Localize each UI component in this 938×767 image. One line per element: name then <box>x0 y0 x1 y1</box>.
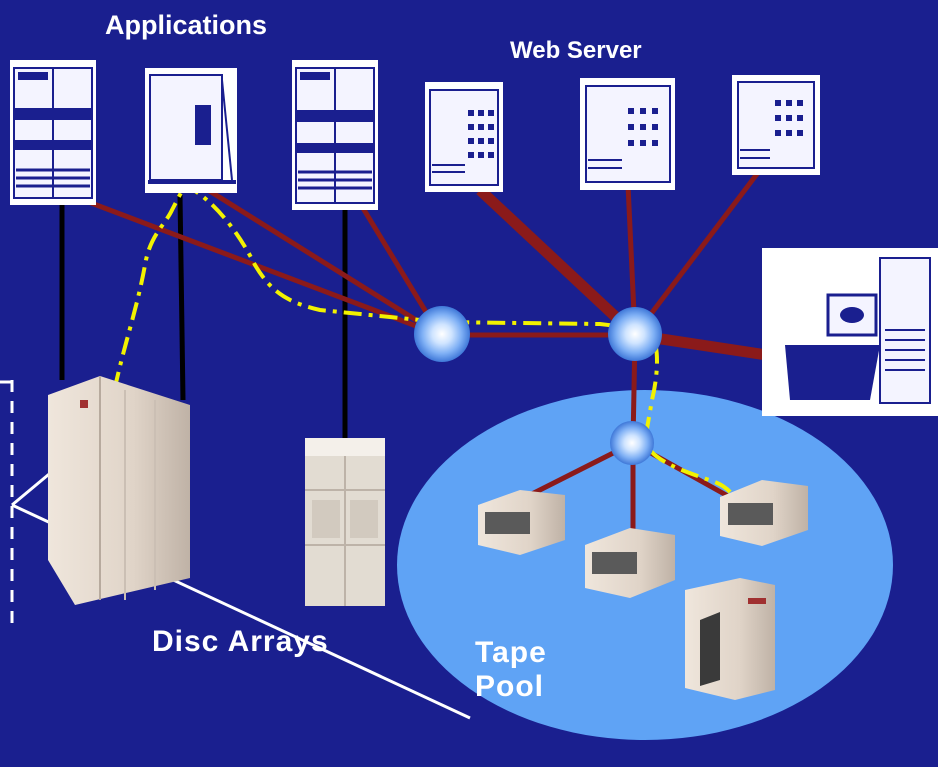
server-tower-icon <box>10 60 96 205</box>
tape-pool-label-line1: Tape <box>475 636 547 669</box>
switch-hub-icon <box>414 306 470 362</box>
disc-arrays-label: Disc Arrays <box>152 625 329 658</box>
switch-hub-icon <box>610 421 654 465</box>
tape-drive-icon <box>478 490 565 555</box>
tape-library-icon <box>685 578 775 700</box>
tape-pool-label-line2: Pool <box>475 670 544 703</box>
applications-label: Applications <box>105 10 268 40</box>
tape-drive-icon <box>585 528 675 598</box>
storage-links <box>59 194 348 440</box>
server-tower-icon <box>292 60 378 210</box>
web-server-icon <box>425 82 503 192</box>
disk-array-icon <box>305 438 385 606</box>
switch-hub-icon <box>608 307 662 361</box>
web-server-label: Web Server <box>510 37 642 64</box>
web-server-icon <box>732 75 820 175</box>
web-server-icon <box>580 78 675 190</box>
disk-array-icon <box>48 376 190 605</box>
tape-drive-icon <box>720 480 808 546</box>
server-cabinet-icon <box>145 68 237 193</box>
workstation-icon <box>762 248 938 416</box>
tape-pool-label: Tape Pool <box>475 636 547 704</box>
